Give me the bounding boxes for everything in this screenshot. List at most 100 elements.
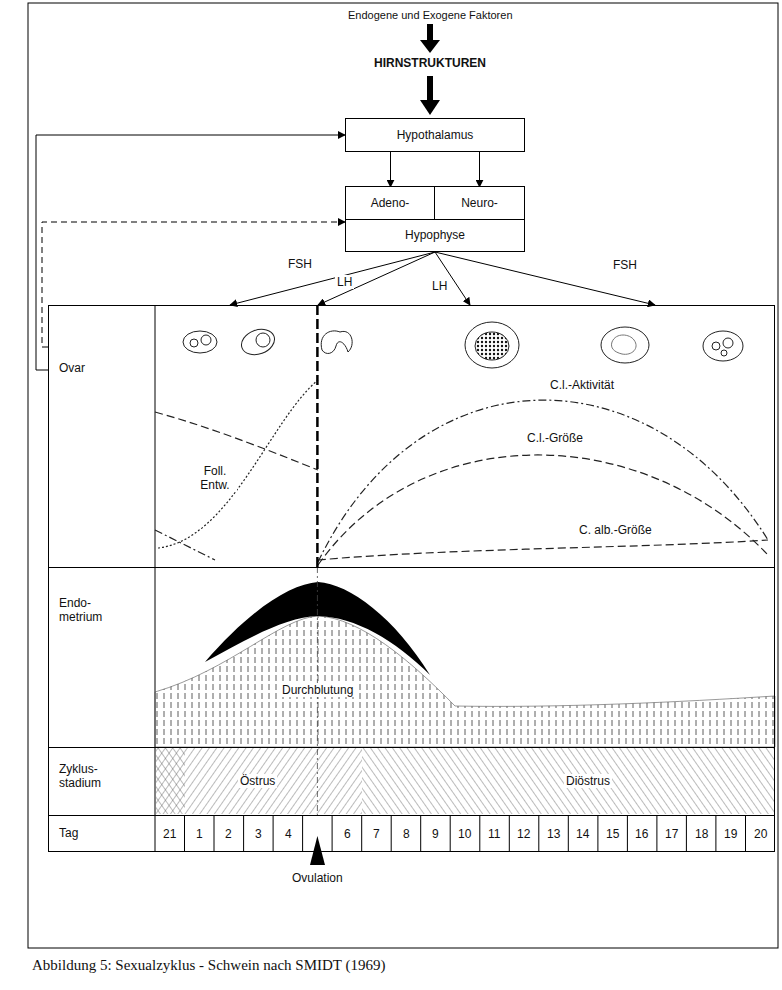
feedback-arrow [36,135,345,370]
ovary-curves [155,380,768,565]
ovary-icons-shape [201,335,211,345]
day-number: 10 [456,827,473,841]
day-dividers-shape [597,815,598,851]
ovary-curves-shape [158,380,318,548]
hormone-arrow [230,252,435,305]
row-band: Zyklus- stadium [48,747,775,816]
day-number: 19 [722,827,739,841]
heading-label: HIRNSTRUKTUREN [372,56,488,70]
cycle-stage-hatching-shape [156,748,185,814]
day-dividers-shape [214,815,215,851]
lobe-cell: Neuro- [435,187,524,220]
header-column-line [155,305,156,852]
day-number: 20 [752,827,769,841]
ovary-curves-shape [318,400,768,562]
day-dividers-shape [656,815,657,851]
hormone-arrow [390,152,391,187]
figure-frame [28,3,778,948]
ovary-curves-shape [318,455,768,565]
day-dividers-shape [243,815,244,851]
day-number: 3 [253,827,264,841]
node-label: Zyklus- stadium [59,762,129,790]
hormone-label: LH [335,275,354,289]
day-dividers-shape [745,815,746,851]
ovary-icons-shape [321,331,352,354]
ovary-icons-shape [475,332,509,360]
curve-label: C.l.-Aktivität [548,378,616,392]
cycle-stage-hatching-shape [362,748,774,814]
curve-label: Durchblutung [280,683,355,697]
ovary-icons-shape [723,338,733,348]
row-band: Endo- metrium [48,567,775,748]
day-number: 1 [194,827,205,841]
heading-label: Endogene und Exogene Faktoren [346,8,515,22]
cycle-stage-hatching-shape [156,748,362,814]
curve-label: Ovulation [290,871,345,885]
day-dividers-shape [715,815,716,851]
ovary-icons-shape [256,333,270,347]
day-number: 13 [545,827,562,841]
hormone-label: FSH [611,258,639,272]
day-number: 15 [604,827,621,841]
hormone-arrow [318,252,435,305]
row-band: Ovar [48,305,775,568]
header-column-line-shape [155,305,156,852]
ovary-icons-shape [190,339,198,347]
day-dividers-shape [538,815,539,851]
hormone-label: FSH [286,257,314,271]
hypothalamus-box: Hypothalamus [345,118,525,152]
hypophysis-box: Hypophyse Adeno- Neuro- [345,186,525,252]
ovary-curves-shape [155,530,215,560]
node-label: Ovar [59,361,149,375]
day-dividers-shape [420,815,421,851]
day-dividers-shape [332,815,333,851]
curve-label: C.l.-Größe [525,431,585,445]
cycle-stage-hatching [156,748,774,814]
curve-label: C. alb.-Größe [577,523,654,537]
day-number: 18 [693,827,710,841]
ovulation-marker-shape [316,305,319,567]
day-dividers-shape [361,815,362,851]
node-label: Tag [59,826,149,840]
day-dividers-shape [273,815,274,851]
ovary-icons-shape [703,331,743,361]
hormone-label: LH [430,279,449,293]
hormone-arrow [479,152,480,187]
figure-frame-shape [28,3,778,948]
thick-arrows-shape [420,100,440,115]
node-label: Hypothalamus [397,128,474,142]
node-label: Hypophyse [405,228,465,242]
ovary-icons-shape [183,331,217,353]
day-dividers-shape [391,815,392,851]
day-number: 6 [342,827,353,841]
ovary-icons-shape [721,350,727,356]
ovary-icons-shape [238,325,278,359]
thick-arrows-shape [427,76,433,102]
day-number: 14 [574,827,591,841]
day-number: 8 [401,827,412,841]
curve-label: Diöstrus [564,774,612,788]
day-number: 11 [486,827,502,841]
ovary-curves-shape [155,412,318,470]
figure-caption: Abbildung 5: Sexualzyklus - Schwein nach… [30,958,387,972]
day-dividers-shape [302,815,303,851]
node-label: Neuro- [461,196,498,210]
ovary-icons-shape [611,335,636,354]
ovary-icons-shape [465,322,519,368]
curve-label: Foll. Entw. [193,464,237,492]
lobe-cell: Adeno- [346,187,435,220]
day-dividers [185,815,746,851]
hormone-arrow [435,252,655,305]
day-number: 21 [161,827,178,841]
ovary-icons [183,322,743,368]
day-number: 4 [283,827,294,841]
day-dividers-shape [184,815,185,851]
day-dividers-shape [479,815,480,851]
day-number: 16 [633,827,650,841]
thick-arrows-shape [420,40,440,53]
day-number: 12 [515,827,532,841]
ovulation-marker-shape [310,836,325,865]
day-dividers-shape [627,815,628,851]
day-number: 17 [663,827,680,841]
